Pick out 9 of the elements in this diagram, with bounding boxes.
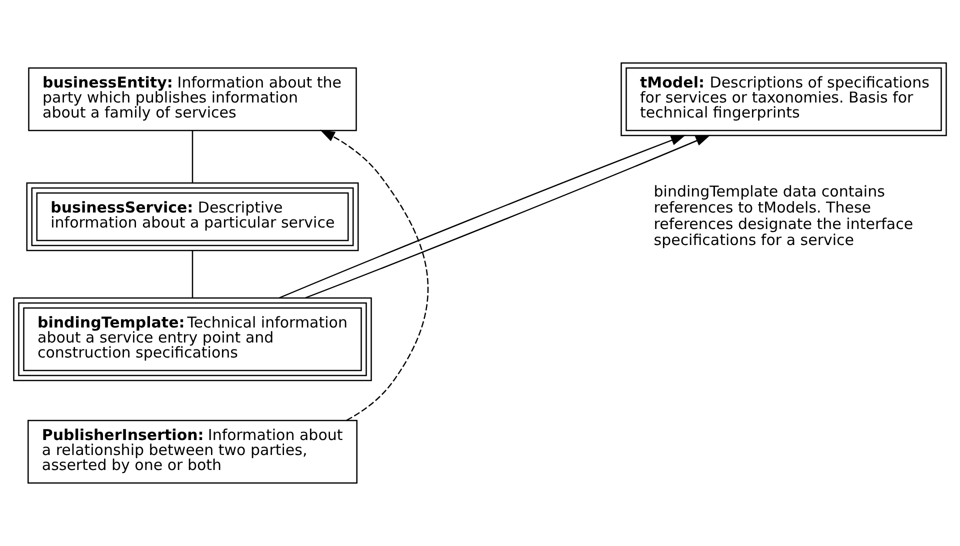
node-box: tModel: Descriptions of specifications for services or taxonomies. Basis for technical fingerprints — [620, 62, 947, 136]
node-box: PublisherInsertion: Information about a relationship between two parties, asserted by one or both — [28, 420, 358, 484]
connector — [192, 130, 194, 183]
label: bindingTemplate data contains references to tModels. These references designate the interface specifications for a service — [654, 182, 914, 249]
arrow — [320, 130, 428, 421]
node-box: businessService: Descriptive information about a particular service — [26, 182, 359, 252]
node-box: bindingTemplate: Technical information about a service entry point and construction specifications — [13, 297, 372, 382]
connector — [192, 250, 194, 298]
node-box: businessEntity: Information about the party which publishes information about a family of services — [28, 67, 357, 132]
